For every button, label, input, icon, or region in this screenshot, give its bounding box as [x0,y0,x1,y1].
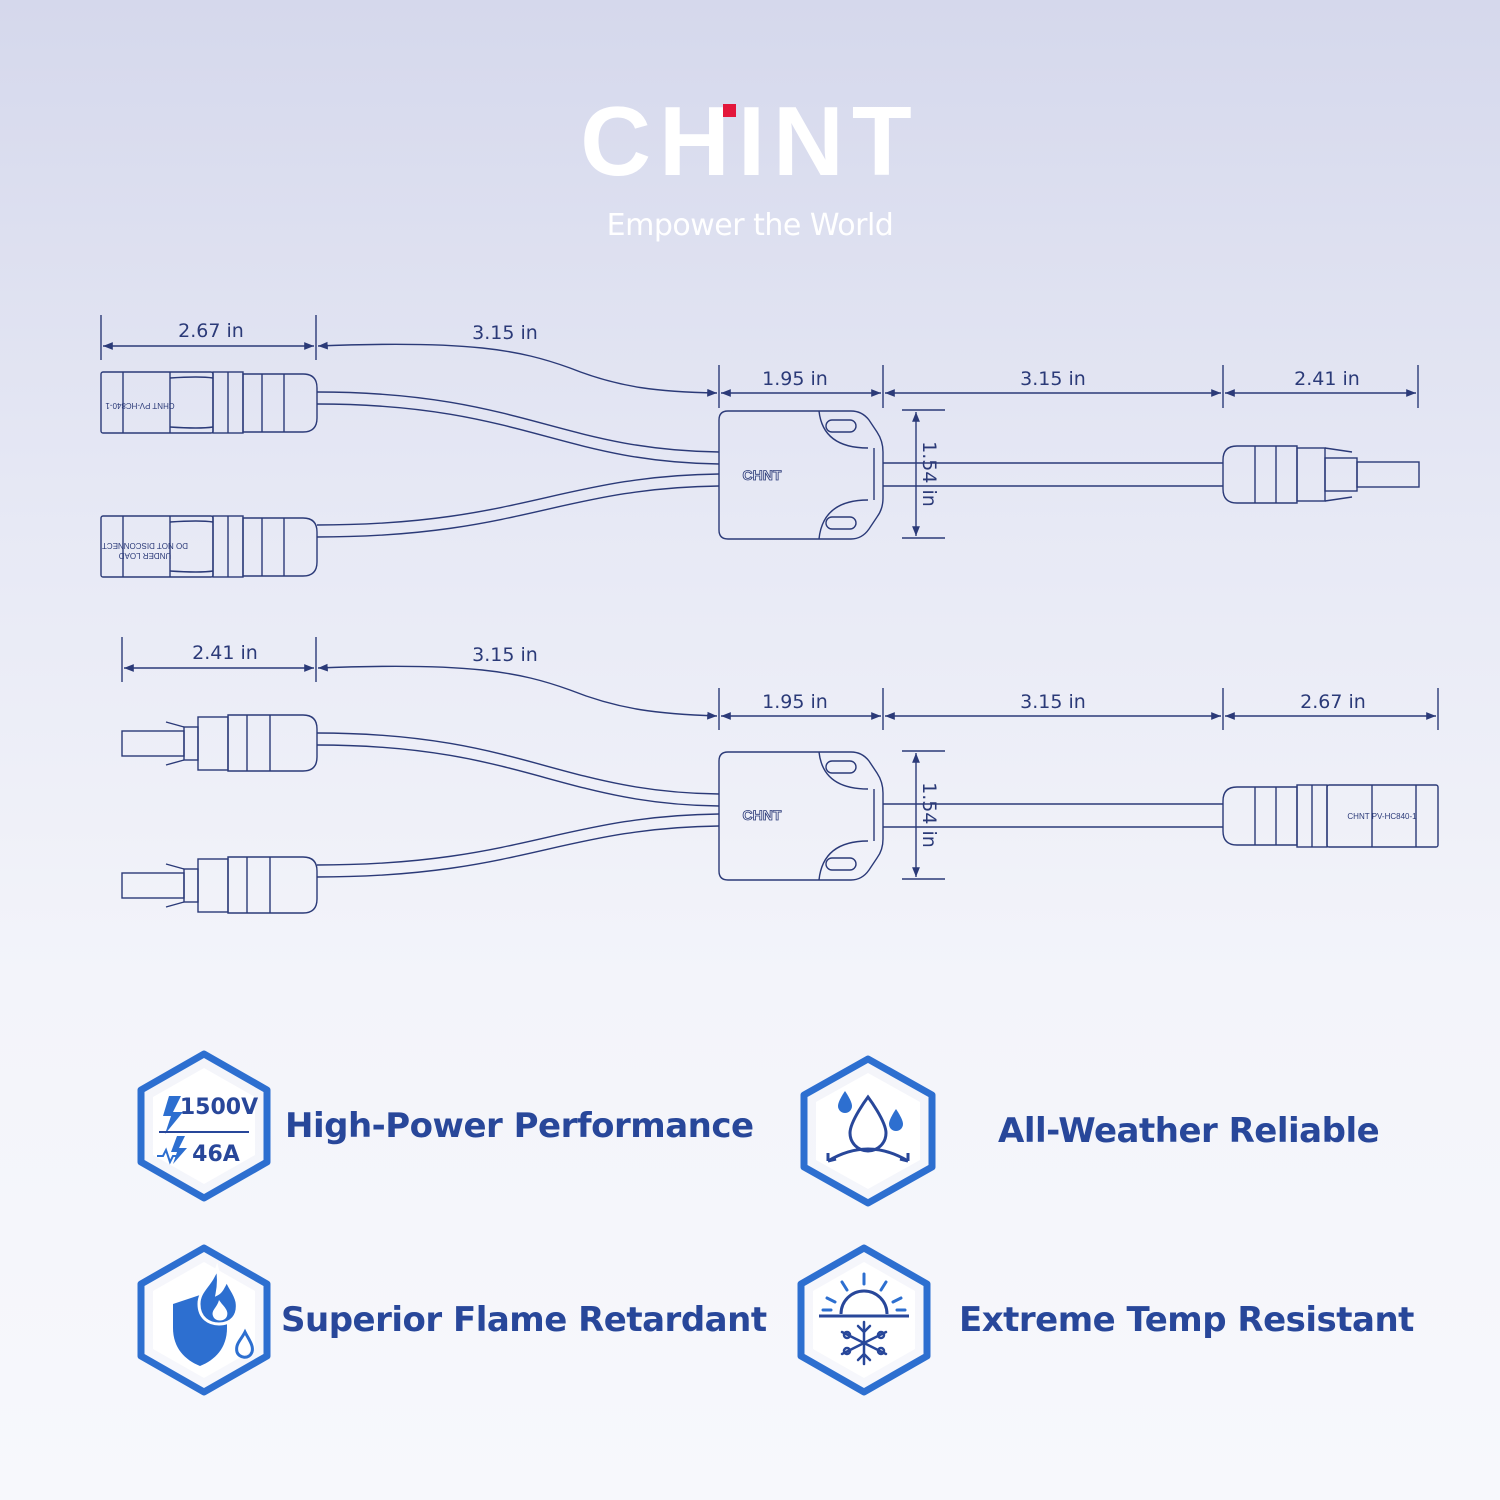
dim-top-4: 3.15 in [1020,368,1086,390]
dim-top-5: 2.41 in [1294,368,1360,390]
feature-flame-retardant: Superior Flame Retardant [137,1244,767,1396]
dim-bottom-4: 3.15 in [1020,691,1086,713]
chint-logo: CHINT [580,92,919,190]
hub-label-bottom: CHNT [743,807,782,823]
dim-top-1: 2.67 in [178,320,244,342]
dim-bottom-1: 2.41 in [192,642,258,664]
feature-label-temp-resistant: Extreme Temp Resistant [959,1300,1414,1340]
connector-label-top-c: UNDER LOAD [119,551,172,560]
hub-label-top: CHNT [743,467,782,483]
dim-bottom-2: 3.15 in [472,644,538,666]
cable-diagram: 2.67 in 3.15 in 1.95 in 3.15 in 2.41 in … [100,315,1439,914]
lightning-voltage-icon: 1500V 46A [137,1050,271,1202]
current-value: 46A [192,1142,240,1167]
brand-header: CHINT Empower the World [0,92,1500,243]
feature-label-all-weather: All-Weather Reliable [998,1111,1380,1151]
feature-all-weather: All-Weather Reliable [800,1055,1380,1207]
dim-top-6: 1.54 in [918,441,940,507]
sun-snowflake-icon [797,1244,931,1396]
diagram-top [100,315,1420,578]
connector-label-top-a: CHNT PV-HC840-1 [105,401,175,410]
dim-bottom-6: 1.54 in [918,782,940,848]
dim-bottom-5: 2.67 in [1300,691,1366,713]
feature-temp-resistant: Extreme Temp Resistant [797,1244,1414,1396]
logo-accent-dot [723,104,737,117]
dim-top-2: 3.15 in [472,322,538,344]
water-drops-icon [800,1055,936,1207]
logo-text: CHINT [580,86,920,196]
voltage-value: 1500V [180,1095,258,1120]
dim-top-3: 1.95 in [762,368,828,390]
connector-label-top-b: DO NOT DISCONNECT [102,541,188,550]
feature-high-power: 1500V 46A High-Power Performance [137,1050,754,1202]
dim-bottom-3: 1.95 in [762,691,828,713]
shield-flame-icon [137,1244,271,1396]
diagram-bottom [121,637,1439,914]
feature-label-flame-retardant: Superior Flame Retardant [281,1300,767,1340]
tagline: Empower the World [606,208,894,243]
feature-label-high-power: High-Power Performance [285,1106,754,1146]
connector-label-bottom: CHNT PV-HC840-1 [1347,812,1417,821]
